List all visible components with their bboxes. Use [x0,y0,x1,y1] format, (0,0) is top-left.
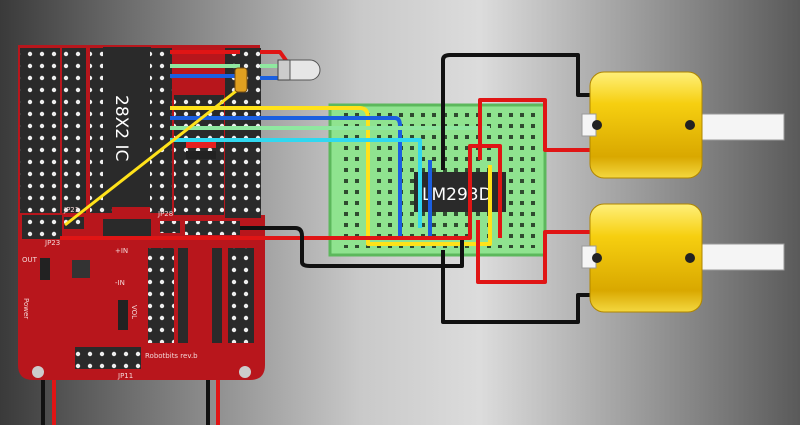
header-jp11 [75,347,141,369]
wire-yellow [170,106,492,246]
wire-red-motor2 [476,220,595,284]
wire-blue [170,116,432,240]
label-jp23: JP23 [44,239,60,247]
label-power: Power [22,298,30,319]
led [277,59,321,81]
out-connector [40,258,50,280]
mount-hole [32,366,44,378]
wire-cyan [170,138,422,228]
wire-black-motor2 [441,250,600,324]
label-jp28: JP28 [157,210,173,218]
mount-hole [239,366,251,378]
wire-red-motor1 [478,98,595,160]
wire-red-power [60,144,502,240]
voltage-regulator [103,219,151,239]
amp-chip [72,260,90,278]
motor-top [581,71,785,179]
label-jp11: JP11 [117,372,133,380]
motor-bottom [581,203,785,313]
header-block-left [20,48,60,213]
label-out: OUT [22,256,38,264]
motor-shaft [697,113,785,141]
header-jp23 [22,215,62,239]
wire-black-motor1 [441,53,600,170]
main-ic-28x2 [103,47,151,207]
main-ic-label: 28X2 IC [111,95,131,161]
jumper [186,140,216,148]
resistor [234,67,248,93]
power-leads [41,360,220,425]
jumper-wires [60,50,600,324]
wire-yellow-diagonal [64,86,241,227]
motor-shaft [697,243,785,271]
label-in-plus: +IN [115,247,128,255]
label-in-minus: -IN [115,279,125,287]
controller-board: 28X2 IC JP23 JP21 JP28 JP11 OUT Power +I… [18,45,265,380]
label-jp21: JP21 [63,206,79,214]
wire-black-ground [240,226,464,268]
header-jp28 [160,221,180,233]
vol-connector [118,300,128,330]
label-vol: VOL [130,305,138,319]
driver-chip-label: LM293D [422,185,492,205]
label-revision: Robotbits rev.b [145,352,198,360]
